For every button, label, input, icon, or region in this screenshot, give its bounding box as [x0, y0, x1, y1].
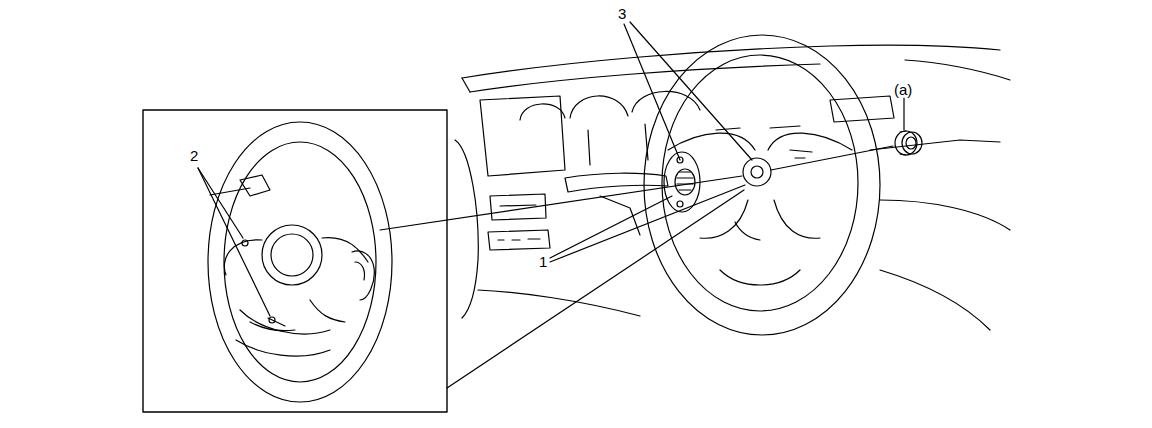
callout-number: (a)	[893, 82, 913, 97]
callout-number: 1	[538, 254, 548, 269]
callout-number: 2	[189, 148, 199, 163]
callout-number: 3	[617, 6, 627, 21]
